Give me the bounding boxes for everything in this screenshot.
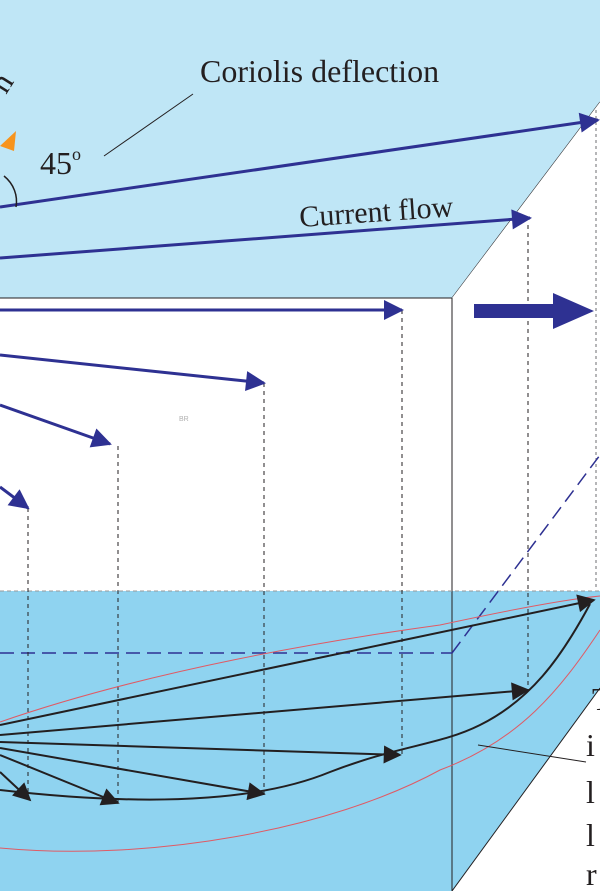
depth-vector <box>0 485 30 510</box>
coriolis-deflection-label: Coriolis deflection <box>200 53 439 89</box>
spiral-vector <box>0 771 32 802</box>
angle-unit: o <box>72 144 81 164</box>
angle-arc <box>3 175 18 208</box>
angle-value: 45 <box>40 145 72 181</box>
projection-lines <box>27 225 529 803</box>
spiral-vectors <box>0 594 596 806</box>
right-cut-letter: r <box>586 856 597 891</box>
right-cut-letter: l <box>586 774 595 810</box>
depth-vector <box>0 403 112 448</box>
spiral-vector <box>0 741 402 764</box>
envelope-upper <box>0 595 600 723</box>
depth-vector <box>0 353 266 392</box>
spiral-layer-side <box>452 591 600 891</box>
surface-vectors <box>0 112 600 260</box>
surface-current-arrow <box>0 112 600 209</box>
wind-arrow <box>0 131 16 151</box>
current-flow-arrow <box>0 209 532 260</box>
right-cut-letter: l <box>586 817 595 853</box>
spiral-layer-front <box>0 591 452 891</box>
right-cut-letter: i <box>586 727 595 763</box>
angle-label: 45o <box>40 144 81 181</box>
layer-leader-line <box>477 744 587 763</box>
spiral-vector <box>0 682 530 736</box>
envelope-lower <box>0 629 600 852</box>
watermark-label: BR <box>179 416 189 423</box>
spiral-vector <box>0 754 120 806</box>
spiral-vector <box>0 594 596 726</box>
spiral-vector <box>0 747 266 801</box>
right-cut-letter: T <box>592 681 600 717</box>
depth-vectors <box>0 300 404 510</box>
side-diagonal-edge <box>451 687 600 891</box>
coriolis-leader-line <box>103 93 194 157</box>
net-transport-arrow <box>474 293 594 329</box>
